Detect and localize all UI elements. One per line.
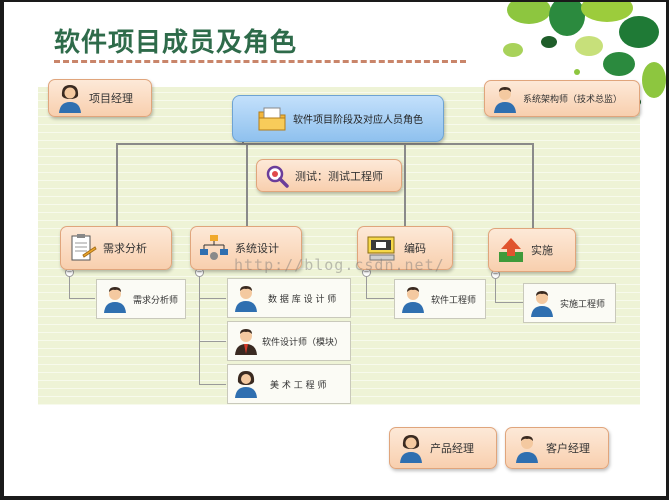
role-label: 需求分析师 xyxy=(133,295,179,306)
folder-icon xyxy=(258,107,286,130)
phase-coding-node: 编码 xyxy=(357,226,453,270)
phase-design-node: 系统设计 xyxy=(190,226,302,270)
role-label: 软件设计师（模块） xyxy=(262,337,344,348)
connector xyxy=(199,341,226,342)
leaf-decoration xyxy=(503,2,666,107)
project-manager-node: 项目经理 xyxy=(48,79,152,117)
connector xyxy=(246,143,248,227)
upload-arrow-icon xyxy=(499,238,523,262)
role-label: 软件工程师 xyxy=(431,295,477,306)
tester-node: 测试：测试工程师 xyxy=(256,159,402,192)
product-manager-node: 产品经理 xyxy=(389,427,497,469)
page-title: 软件项目成员及角色 xyxy=(54,28,298,58)
role-label: 数 据 库 设 计 师 xyxy=(268,294,337,305)
connector xyxy=(116,143,534,145)
flowchart-icon xyxy=(200,235,228,260)
clipboard-icon xyxy=(71,234,97,261)
role-dba: 数 据 库 设 计 师 xyxy=(227,278,351,318)
male-person-icon xyxy=(402,287,424,313)
male-person-icon xyxy=(104,287,126,313)
male-person-icon xyxy=(235,286,257,312)
connector xyxy=(495,274,496,302)
node-label: 编码 xyxy=(404,242,426,255)
connector xyxy=(199,298,226,299)
role-label: 实施工程师 xyxy=(560,299,606,310)
female-person-icon xyxy=(59,85,81,113)
node-label: 软件项目阶段及对应人员角色 xyxy=(293,115,423,126)
phase-analysis-node: 需求分析 xyxy=(60,226,172,270)
computer-icon xyxy=(367,236,395,261)
female-person-icon xyxy=(400,435,422,463)
root-node: 软件项目阶段及对应人员角色 xyxy=(232,95,444,142)
connector xyxy=(199,272,200,384)
connector xyxy=(199,384,226,385)
node-label: 项目经理 xyxy=(89,92,133,105)
role-implementer: 实施工程师 xyxy=(523,283,616,323)
slide: 软件项目成员及角色 − − − − 项目经理 软件项目阶段及对应人员角 xyxy=(4,2,666,496)
female-person-icon xyxy=(235,371,257,398)
connector xyxy=(366,272,367,298)
node-label: 产品经理 xyxy=(430,442,474,455)
connector xyxy=(69,272,70,298)
male-person-icon xyxy=(494,86,516,113)
businessman-icon xyxy=(235,329,257,355)
connector xyxy=(532,143,534,229)
node-label: 实施 xyxy=(531,244,553,257)
connector xyxy=(116,143,118,227)
role-engineer: 软件工程师 xyxy=(394,279,486,319)
role-artist: 美 术 工 程 师 xyxy=(227,364,351,404)
magnifier-icon xyxy=(266,165,289,188)
male-person-icon xyxy=(516,436,538,463)
phase-deploy-node: 实施 xyxy=(488,228,576,272)
title-divider xyxy=(54,60,466,63)
role-analyst: 需求分析师 xyxy=(96,279,186,319)
node-label: 客户经理 xyxy=(546,442,590,455)
connector xyxy=(69,298,95,299)
node-label: 系统设计 xyxy=(235,242,279,255)
role-designer: 软件设计师（模块） xyxy=(227,321,351,361)
account-manager-node: 客户经理 xyxy=(505,427,609,469)
connector xyxy=(495,302,523,303)
node-label: 测试：测试工程师 xyxy=(295,169,383,183)
connector xyxy=(404,143,406,227)
watermark: http://blog.csdn.net/ xyxy=(234,256,445,274)
role-label: 美 术 工 程 师 xyxy=(270,380,327,391)
connector xyxy=(366,298,394,299)
node-label: 需求分析 xyxy=(103,242,147,255)
male-person-icon xyxy=(531,291,553,317)
architect-node: 系统架构师（技术总监） xyxy=(484,80,640,117)
node-label: 系统架构师（技术总监） xyxy=(523,95,623,105)
